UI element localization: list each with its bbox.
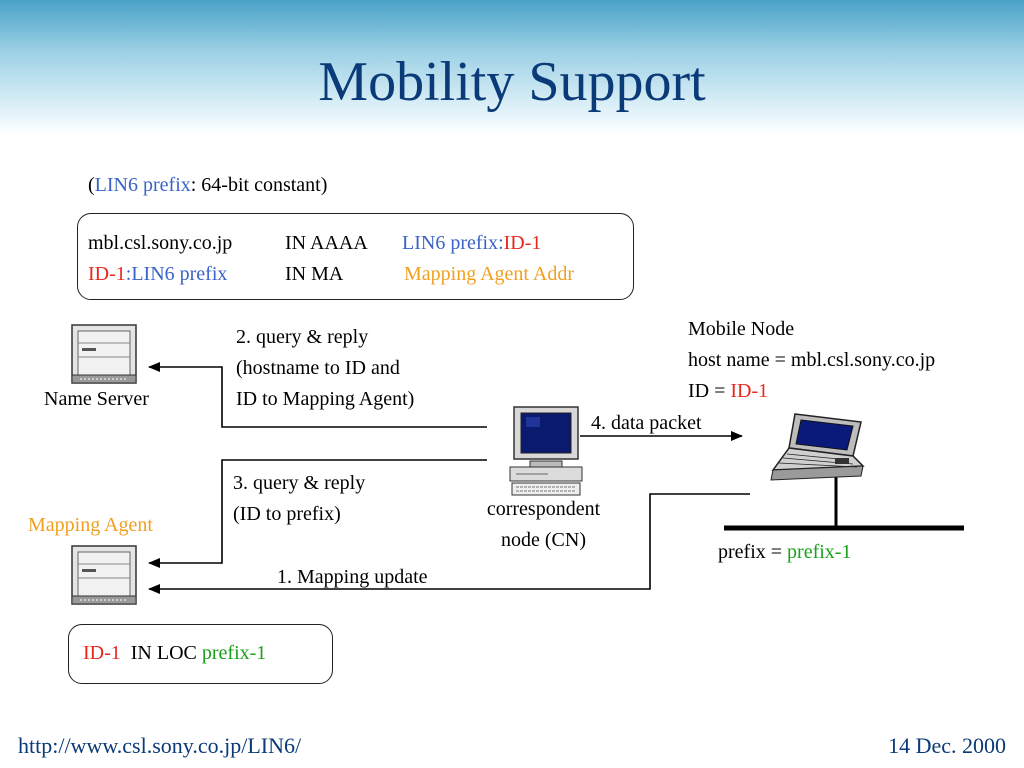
name-server-label: Name Server	[44, 388, 149, 410]
step4-label: 4. data packet	[591, 412, 702, 434]
step3-arrow	[148, 459, 487, 568]
cn-label-line1: correspondent	[486, 498, 601, 520]
mapping-agent-label: Mapping Agent	[28, 514, 153, 536]
cn-label-line2: node (CN)	[501, 529, 586, 551]
step2-line1: 2. query & reply	[236, 326, 369, 348]
dns-type-aaaa: IN AAAA	[285, 232, 368, 254]
dns-ma-owner: ID-1:LIN6 prefix	[88, 263, 228, 285]
laptop-icon	[770, 413, 865, 481]
constant-note: (LIN6 prefix: 64-bit constant)	[88, 174, 328, 196]
footer-date: 14 Dec. 2000	[888, 733, 1006, 758]
step1-label: 1. Mapping update	[277, 566, 428, 588]
step3-line1: 3. query & reply	[233, 472, 366, 494]
step2-arrow	[148, 362, 487, 428]
mobile-node-title: Mobile Node	[688, 318, 795, 340]
server-icon	[71, 324, 137, 384]
dns-record-box	[77, 213, 634, 300]
mobile-node-hostname: host name = mbl.csl.sony.co.jp	[688, 349, 936, 371]
dns-host: mbl.csl.sony.co.jp	[88, 232, 233, 254]
slide-title: Mobility Support	[318, 51, 706, 113]
desktop-computer-icon	[509, 406, 583, 496]
mobile-prefix: prefix = prefix-1	[718, 541, 852, 563]
step1-arrow	[148, 493, 750, 594]
loc-record: ID-1 IN LOC prefix-1	[83, 642, 267, 664]
loc-record-box	[68, 624, 333, 684]
header-band	[0, 0, 1024, 135]
step2-line2: (hostname to ID and	[236, 357, 400, 379]
step3-line2: (ID to prefix)	[233, 503, 341, 525]
dns-aaaa-value: LIN6 prefix:ID-1	[402, 232, 542, 254]
dns-type-ma: IN MA	[285, 263, 344, 285]
step2-line3: ID to Mapping Agent)	[236, 388, 415, 410]
server-icon	[71, 545, 137, 605]
dns-ma-value: Mapping Agent Addr	[404, 263, 574, 285]
footer-url: http://www.csl.sony.co.jp/LIN6/	[18, 733, 302, 758]
mobile-node-id: ID = ID-1	[688, 380, 769, 402]
